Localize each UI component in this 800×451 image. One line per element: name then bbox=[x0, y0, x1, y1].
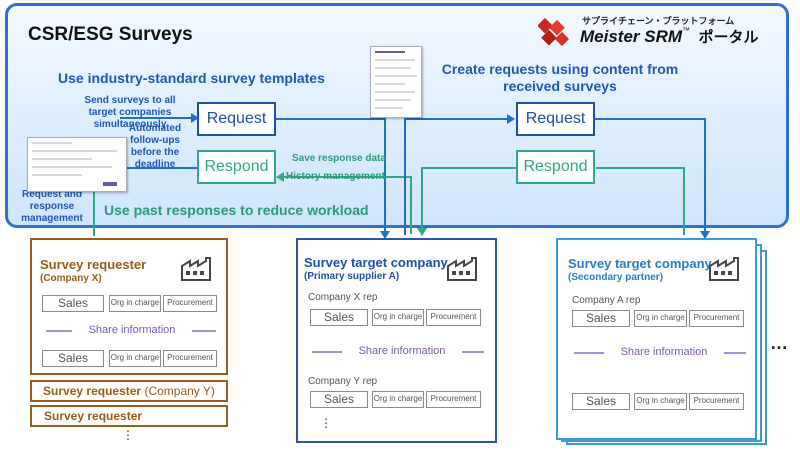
logo-tm: ™ bbox=[682, 26, 691, 35]
respond-arrow-head-icon bbox=[276, 172, 284, 182]
survey-requester-card: Survey requester (Company X) Sales Org i… bbox=[30, 238, 228, 375]
target-procurement-1: Procurement bbox=[426, 309, 481, 326]
target-procurement-2: Procurement bbox=[426, 391, 481, 408]
request-to-target-h bbox=[275, 118, 385, 120]
survey-form-thumbnail bbox=[370, 46, 422, 118]
requester-title: Survey requester bbox=[40, 257, 147, 272]
secondary-title: Survey target company bbox=[568, 256, 712, 271]
target-subtitle: (Primary supplier A) bbox=[304, 271, 400, 282]
secondary-subtitle: (Secondary partner) bbox=[568, 272, 664, 283]
requester-y-suffix: (Company Y) bbox=[144, 384, 215, 398]
respond-from-target-v bbox=[410, 176, 412, 234]
logo-kana: サプライチェーン・プラットフォーム bbox=[582, 16, 735, 26]
meister-srm-logo: サプライチェーン・プラットフォーム Meister SRM™ ポータル bbox=[538, 12, 788, 52]
secondary-respond-h bbox=[596, 167, 684, 169]
survey-requester-more: Survey requester bbox=[30, 405, 228, 427]
target-title: Survey target company bbox=[304, 255, 448, 270]
survey-secondary-card: Survey target company (Secondary partner… bbox=[556, 238, 757, 440]
survey-target-card: Survey target company (Primary supplier … bbox=[296, 238, 497, 443]
respond-button-right[interactable]: Respond bbox=[516, 150, 595, 184]
target-share-label: Share information bbox=[342, 345, 462, 357]
secondary-rep-1: Company A rep bbox=[572, 295, 641, 306]
target-to-right-request-v bbox=[404, 118, 406, 235]
templates-heading: Use industry-standard survey templates bbox=[58, 70, 325, 86]
target-org-1: Org in charge bbox=[372, 309, 424, 326]
requester-ellipsis: ⋮ bbox=[122, 428, 134, 442]
requester-share-label: Share information bbox=[72, 324, 192, 336]
secondary-sales-1: Sales bbox=[572, 310, 630, 327]
request-button-right[interactable]: Request bbox=[516, 102, 595, 136]
secondary-org-1: Org in charge bbox=[634, 310, 687, 327]
management-screen-thumbnail bbox=[27, 137, 127, 192]
right-request-out-v bbox=[704, 118, 706, 235]
secondary-procurement-2: Procurement bbox=[689, 393, 744, 410]
target-org-2: Org in charge bbox=[372, 391, 424, 408]
create-requests-heading: Create requests using content from recei… bbox=[441, 61, 679, 94]
requester-sales-2: Sales bbox=[42, 350, 104, 367]
send-arrow-head-icon bbox=[191, 113, 199, 123]
logo-name: Meister SRM bbox=[580, 27, 683, 46]
right-respond-to-target-h bbox=[422, 167, 517, 169]
survey-requester-company-y: Survey requester (Company Y) bbox=[30, 380, 228, 402]
followup-line bbox=[125, 167, 197, 169]
send-note: Send surveys to all target companies sim… bbox=[84, 95, 176, 130]
target-sales-2: Sales bbox=[310, 391, 368, 408]
save-note: Save response data bbox=[292, 153, 386, 164]
respond-from-target-h bbox=[283, 176, 411, 178]
secondary-respond-v bbox=[683, 167, 685, 235]
reuse-note: Use past responses to reduce workload bbox=[104, 202, 369, 218]
requester-org-2: Org in charge bbox=[109, 350, 161, 367]
logo-suffix: ポータル bbox=[698, 29, 759, 46]
target-rep-1: Company X rep bbox=[308, 292, 378, 303]
request-button-left[interactable]: Request bbox=[197, 102, 276, 136]
requester-subtitle: (Company X) bbox=[40, 273, 102, 284]
secondary-sales-2: Sales bbox=[572, 393, 630, 410]
requester-org-1: Org in charge bbox=[109, 295, 161, 312]
reuse-line-v bbox=[93, 192, 95, 236]
factory-icon bbox=[447, 257, 477, 281]
factory-icon bbox=[181, 257, 211, 281]
more-partners-dots: … bbox=[770, 333, 788, 353]
right-request-arrow-icon bbox=[507, 114, 515, 124]
factory-icon bbox=[709, 257, 739, 281]
logo-mark-icon bbox=[538, 18, 570, 47]
requester-procurement-2: Procurement bbox=[163, 350, 217, 367]
requester-sales-1: Sales bbox=[42, 295, 104, 312]
requester-y-title: Survey requester bbox=[43, 384, 142, 398]
right-respond-down-icon bbox=[417, 228, 427, 236]
send-arrow-line bbox=[120, 117, 198, 119]
right-request-down-icon bbox=[700, 231, 710, 239]
target-sales-1: Sales bbox=[310, 309, 368, 326]
secondary-procurement-1: Procurement bbox=[689, 310, 744, 327]
secondary-org-2: Org in charge bbox=[634, 393, 687, 410]
target-to-right-request-h bbox=[404, 118, 510, 120]
requester-procurement-1: Procurement bbox=[163, 295, 217, 312]
page-title: CSR/ESG Surveys bbox=[28, 24, 193, 45]
logo-name-line: Meister SRM™ ポータル bbox=[580, 26, 759, 47]
request-arrow-head-icon bbox=[380, 231, 390, 239]
target-rep-2: Company Y rep bbox=[308, 376, 378, 387]
target-ellipsis: ⋮ bbox=[320, 416, 332, 430]
history-note: History management bbox=[286, 171, 385, 182]
right-request-out-h bbox=[593, 118, 705, 120]
respond-button-left[interactable]: Respond bbox=[197, 150, 276, 184]
manage-note: Request and response management bbox=[21, 189, 83, 224]
secondary-share-label: Share information bbox=[604, 346, 724, 358]
right-respond-to-target-v bbox=[421, 167, 423, 233]
manage-line-v bbox=[80, 192, 82, 194]
followup-note: Automated follow-ups before the deadline bbox=[128, 123, 182, 170]
